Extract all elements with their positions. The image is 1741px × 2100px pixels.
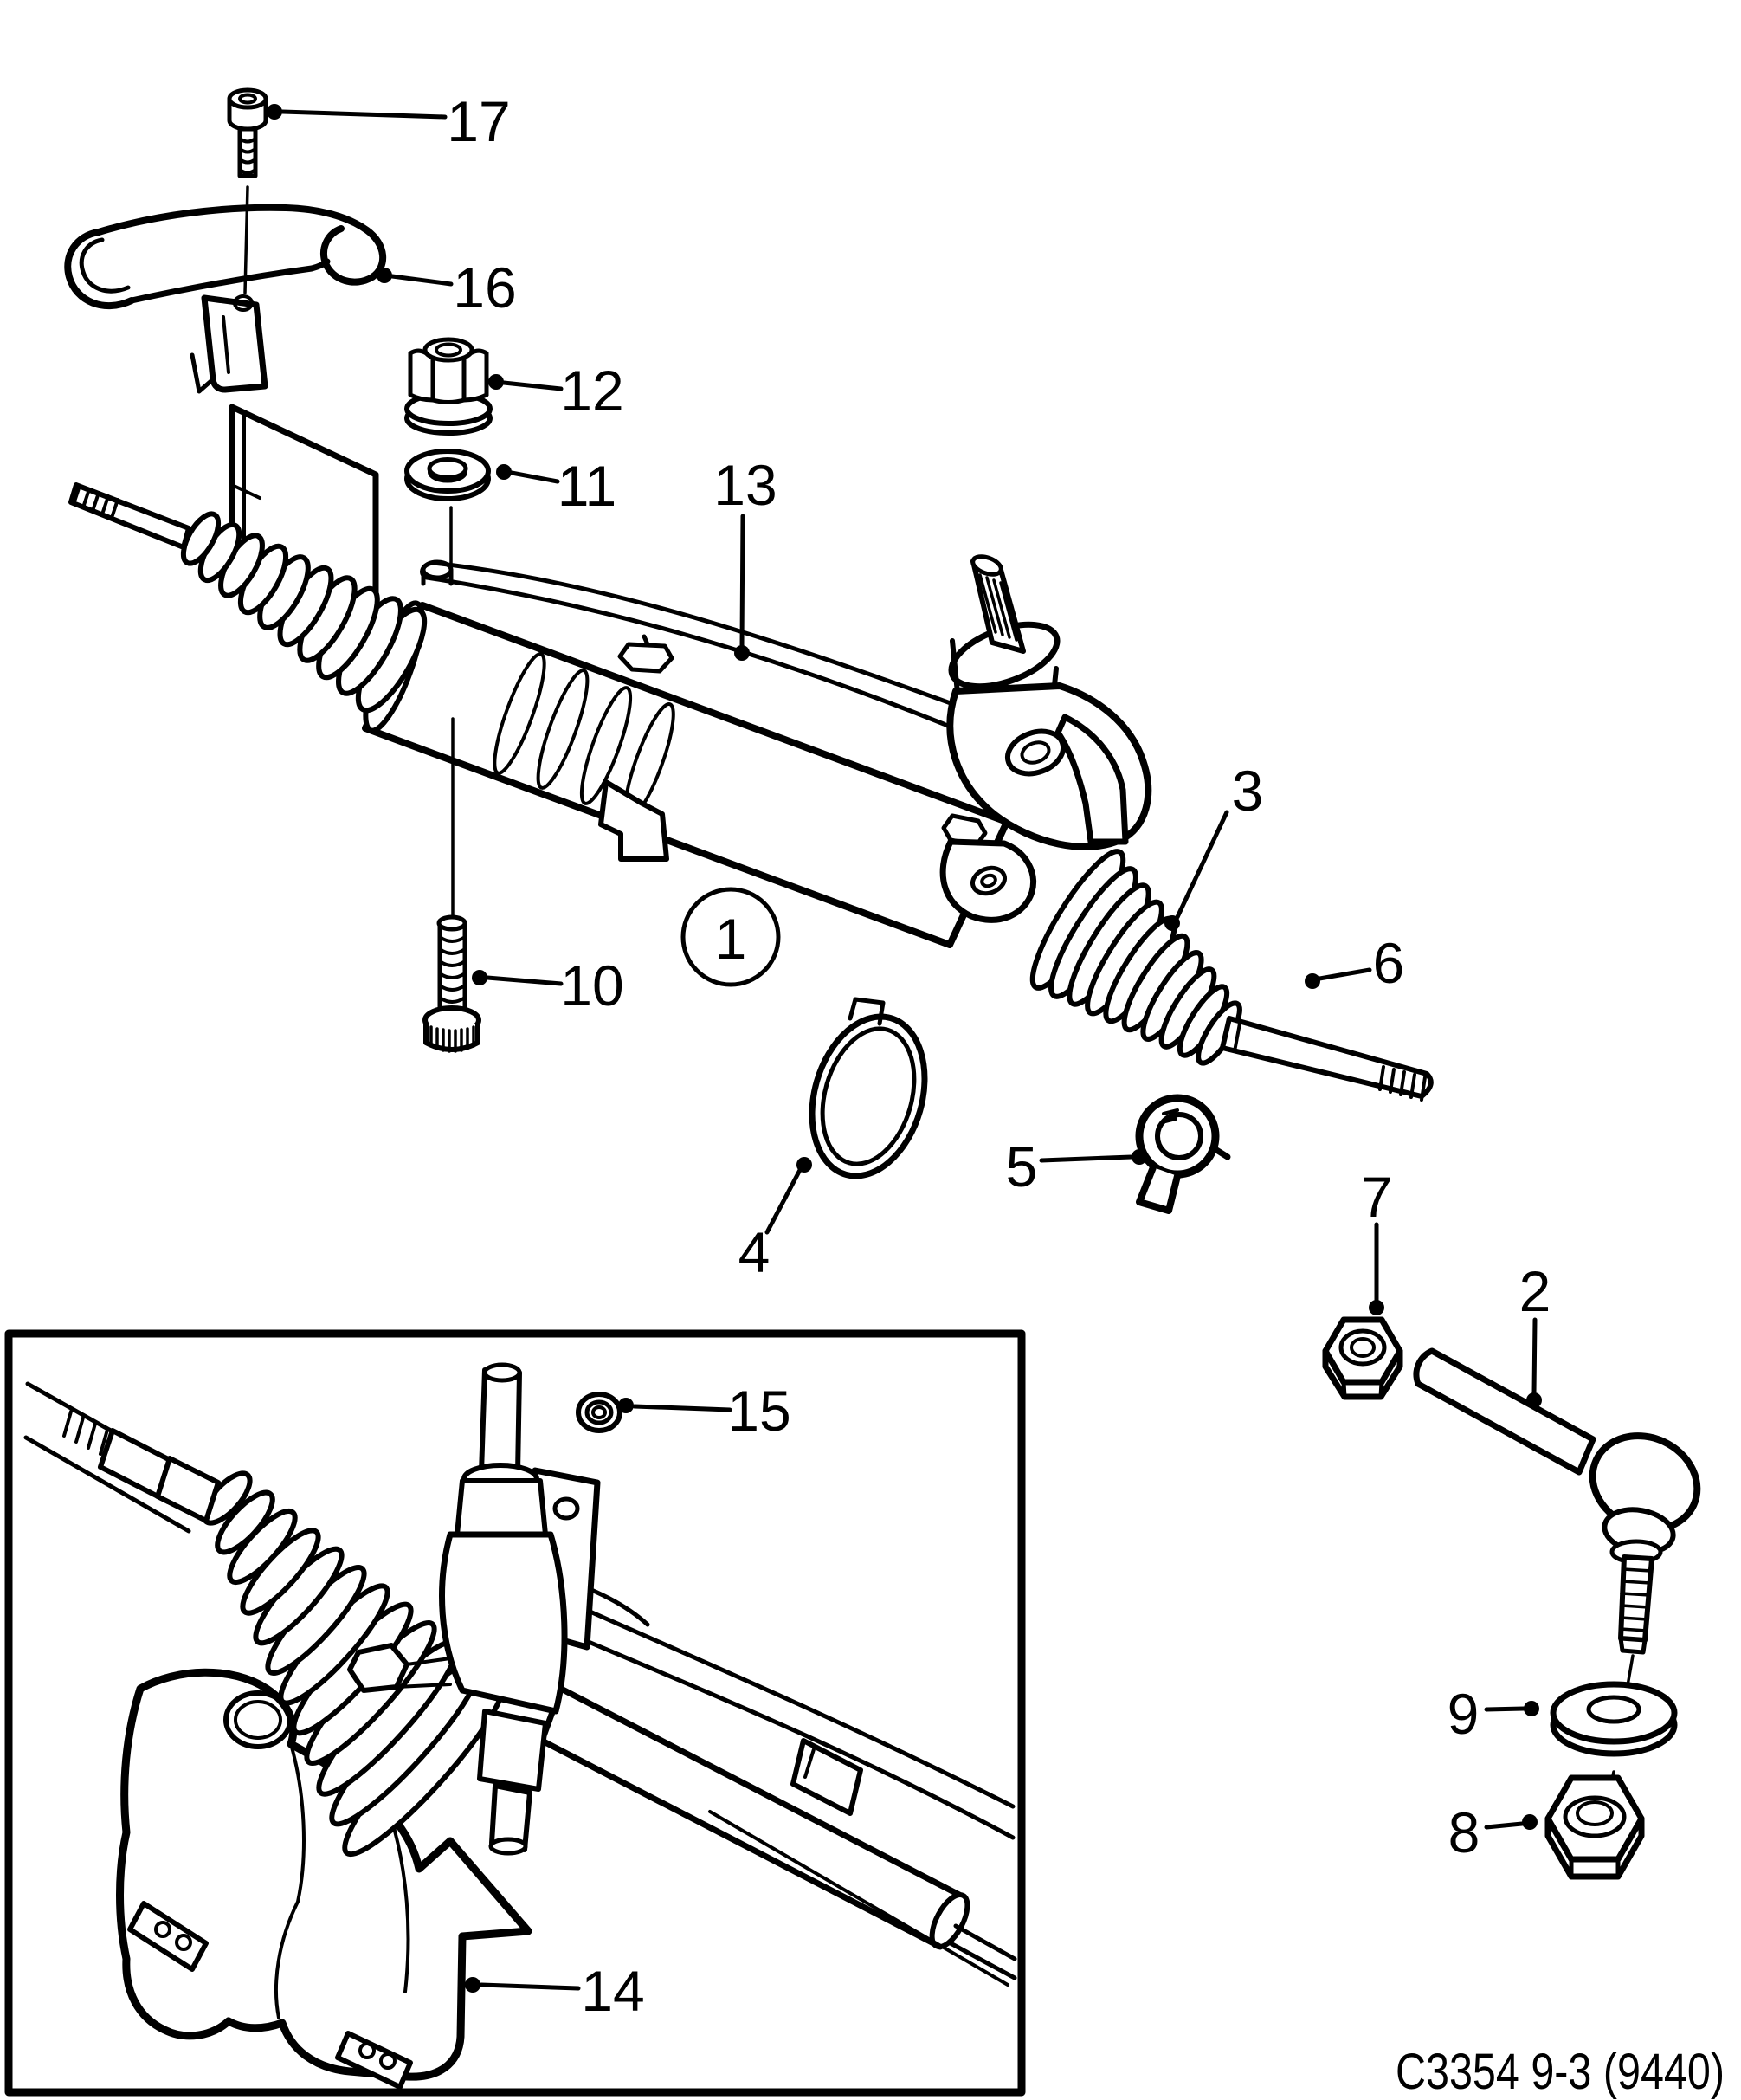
leader-line-6 bbox=[1317, 967, 1372, 981]
callout-circle-1 bbox=[680, 887, 781, 987]
leader-dot-8 bbox=[1522, 1814, 1538, 1830]
callout-1: 1 bbox=[680, 887, 781, 987]
callout-label-10: 10 bbox=[560, 953, 623, 1018]
leader-line-12 bbox=[501, 380, 564, 391]
leader-line-14 bbox=[479, 1982, 581, 1991]
tie-rod-end-2 bbox=[1413, 1347, 1701, 1800]
leader-line-16 bbox=[390, 274, 454, 287]
left-tie-rod bbox=[68, 482, 191, 550]
callout-9: 9 bbox=[1448, 1682, 1539, 1746]
leader-line-5 bbox=[1039, 1154, 1134, 1163]
callout-16: 16 bbox=[377, 255, 517, 320]
right-boot-3 bbox=[1029, 849, 1242, 1066]
callout-label-12: 12 bbox=[560, 359, 623, 423]
figure-caption: C3354 9-3 (9440) bbox=[1396, 2044, 1725, 2100]
callout-label-9: 9 bbox=[1448, 1682, 1480, 1746]
leader-dot-2 bbox=[1526, 1392, 1542, 1408]
leader-dot-4 bbox=[796, 1157, 812, 1173]
callout-4: 4 bbox=[738, 1157, 812, 1284]
callout-2: 2 bbox=[1519, 1259, 1551, 1408]
callout-label-2: 2 bbox=[1519, 1259, 1551, 1323]
leader-line-2 bbox=[1531, 1317, 1538, 1396]
leader-dot-9 bbox=[1524, 1701, 1539, 1716]
callout-12: 12 bbox=[488, 359, 624, 423]
callout-10: 10 bbox=[472, 953, 624, 1018]
callout-label-16: 16 bbox=[453, 255, 516, 320]
callout-label-4: 4 bbox=[738, 1220, 771, 1284]
leader-line-13 bbox=[739, 514, 745, 649]
leader-line-3 bbox=[1175, 810, 1229, 920]
leader-dot-17 bbox=[267, 104, 282, 120]
leader-dot-15 bbox=[618, 1398, 634, 1413]
callout-17: 17 bbox=[267, 89, 511, 153]
clamp-ring-4 bbox=[809, 997, 928, 1179]
valve-body-pinion bbox=[939, 554, 1152, 923]
clamp-bracket-16-part bbox=[64, 204, 387, 394]
inset-border bbox=[4, 1329, 1026, 2097]
leader-line-8 bbox=[1484, 1821, 1525, 1830]
leader-line-10 bbox=[485, 975, 564, 986]
callout-11: 11 bbox=[496, 454, 616, 518]
washer-9-part bbox=[1550, 1681, 1678, 1757]
inset-boot bbox=[201, 1470, 506, 1858]
washer-15-part bbox=[576, 1392, 622, 1433]
callout-14: 14 bbox=[465, 1959, 645, 2023]
leader-dot-6 bbox=[1305, 973, 1320, 989]
callout-label-13: 13 bbox=[713, 453, 777, 517]
nut-8-part bbox=[1544, 1774, 1645, 1880]
leader-dot-16 bbox=[377, 268, 392, 283]
leader-dot-11 bbox=[496, 464, 512, 480]
callout-label-5: 5 bbox=[1006, 1134, 1038, 1199]
callout-label-1: 1 bbox=[715, 907, 747, 971]
washer-11-part bbox=[404, 449, 491, 565]
leader-line-11 bbox=[509, 470, 560, 484]
leader-dot-5 bbox=[1132, 1149, 1147, 1165]
callout-7: 7 bbox=[1361, 1165, 1393, 1315]
leader-line-15 bbox=[632, 1404, 732, 1412]
nut-7-part bbox=[1322, 1316, 1403, 1400]
callout-label-3: 3 bbox=[1232, 759, 1264, 823]
left-boot bbox=[180, 511, 428, 714]
callout-3: 3 bbox=[1164, 759, 1263, 931]
callout-5: 5 bbox=[1006, 1134, 1147, 1199]
leader-dot-13 bbox=[734, 645, 750, 661]
leader-dot-10 bbox=[472, 970, 487, 985]
callout-label-14: 14 bbox=[581, 1959, 644, 2023]
flange-nut-12-part bbox=[404, 337, 493, 436]
callout-13: 13 bbox=[713, 453, 777, 661]
leader-dot-14 bbox=[465, 1977, 480, 1993]
clip-5 bbox=[1135, 1094, 1231, 1214]
callout-8: 8 bbox=[1448, 1800, 1538, 1864]
callout-label-6: 6 bbox=[1373, 931, 1405, 995]
leader-line-4 bbox=[764, 1167, 803, 1235]
bolt-17-part bbox=[227, 87, 268, 294]
tie-rod-6 bbox=[1220, 1016, 1434, 1102]
callout-15: 15 bbox=[618, 1379, 791, 1443]
callout-label-11: 11 bbox=[558, 454, 617, 518]
callout-label-15: 15 bbox=[727, 1379, 790, 1443]
leader-dot-7 bbox=[1369, 1300, 1384, 1315]
inset-tie-rod-joint bbox=[62, 1410, 221, 1523]
bolt-10-part bbox=[422, 717, 481, 1053]
leader-dot-3 bbox=[1164, 915, 1180, 931]
heat-shield-14 bbox=[116, 1668, 532, 2090]
inset-detail-view bbox=[4, 1329, 1026, 2097]
callout-label-8: 8 bbox=[1448, 1800, 1480, 1864]
inset-valve-body bbox=[347, 1362, 601, 1856]
leader-line-17 bbox=[280, 109, 448, 120]
callout-label-7: 7 bbox=[1361, 1165, 1393, 1229]
leader-dot-12 bbox=[488, 374, 504, 390]
callout-label-17: 17 bbox=[447, 89, 510, 153]
callout-6: 6 bbox=[1305, 931, 1404, 995]
